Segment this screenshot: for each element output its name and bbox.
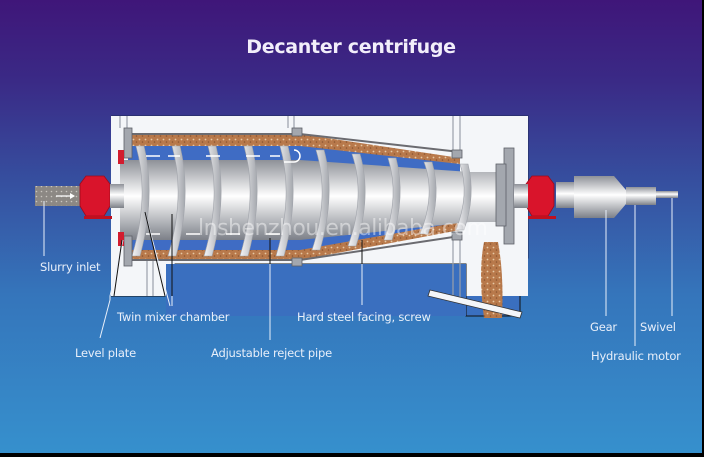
left-bearing (79, 175, 111, 217)
gear-housing (556, 182, 574, 208)
left-end-plate-top (123, 127, 133, 159)
gear-box (574, 176, 626, 218)
label-hard-steel-facing: Hard steel facing, screw (297, 310, 431, 324)
left-end-plate-bottom (123, 235, 133, 267)
solids-discharge (481, 242, 503, 318)
label-slurry-inlet: Slurry inlet (40, 260, 101, 274)
flow-arrows (146, 149, 301, 235)
label-gear: Gear (590, 320, 617, 334)
screw-flights (131, 145, 472, 257)
label-adjustable-reject-pipe: Adjustable reject pipe (211, 346, 332, 360)
swivel-shaft (656, 191, 678, 198)
label-swivel: Swivel (640, 320, 676, 334)
diagram-title: Decanter centrifuge (246, 36, 456, 58)
label-level-plate: Level plate (75, 346, 136, 360)
hydraulic-motor-body (626, 187, 656, 205)
label-twin-mixer-chamber: Twin mixer chamber (117, 310, 230, 324)
label-hydraulic-motor: Hydraulic motor (591, 349, 681, 363)
right-bearing (525, 175, 555, 217)
watermark: lnshenzhou.en.alibaba.com (198, 216, 488, 241)
reject-chute (427, 289, 523, 319)
